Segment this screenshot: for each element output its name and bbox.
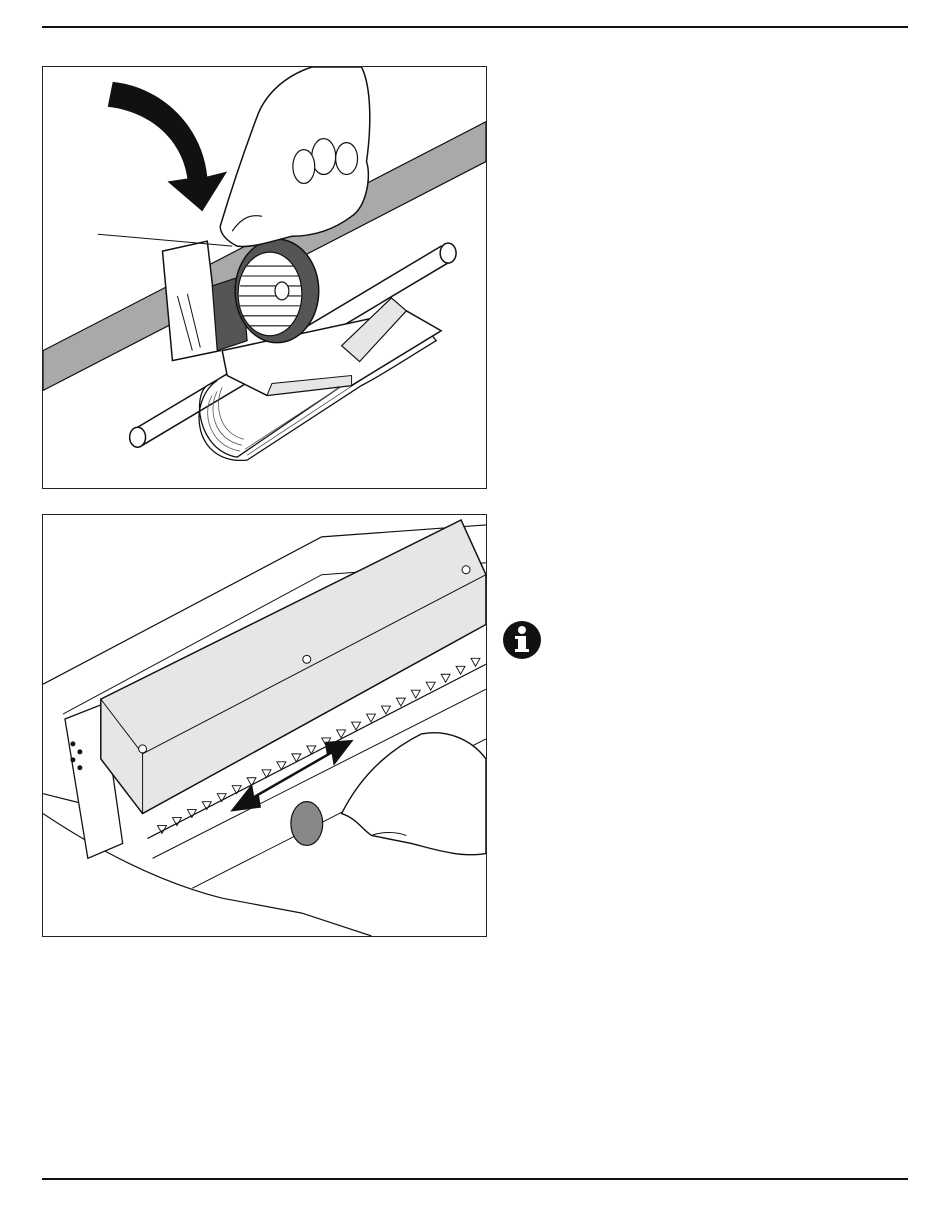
figure-ribbon-insert — [42, 66, 487, 489]
figure-print-head-slide — [42, 514, 487, 937]
ribbon-insert-illustration — [43, 67, 486, 488]
info-icon — [502, 620, 542, 660]
header-rule — [42, 26, 908, 28]
footer-rule — [42, 1178, 908, 1180]
print-head-slide-illustration — [43, 515, 486, 936]
